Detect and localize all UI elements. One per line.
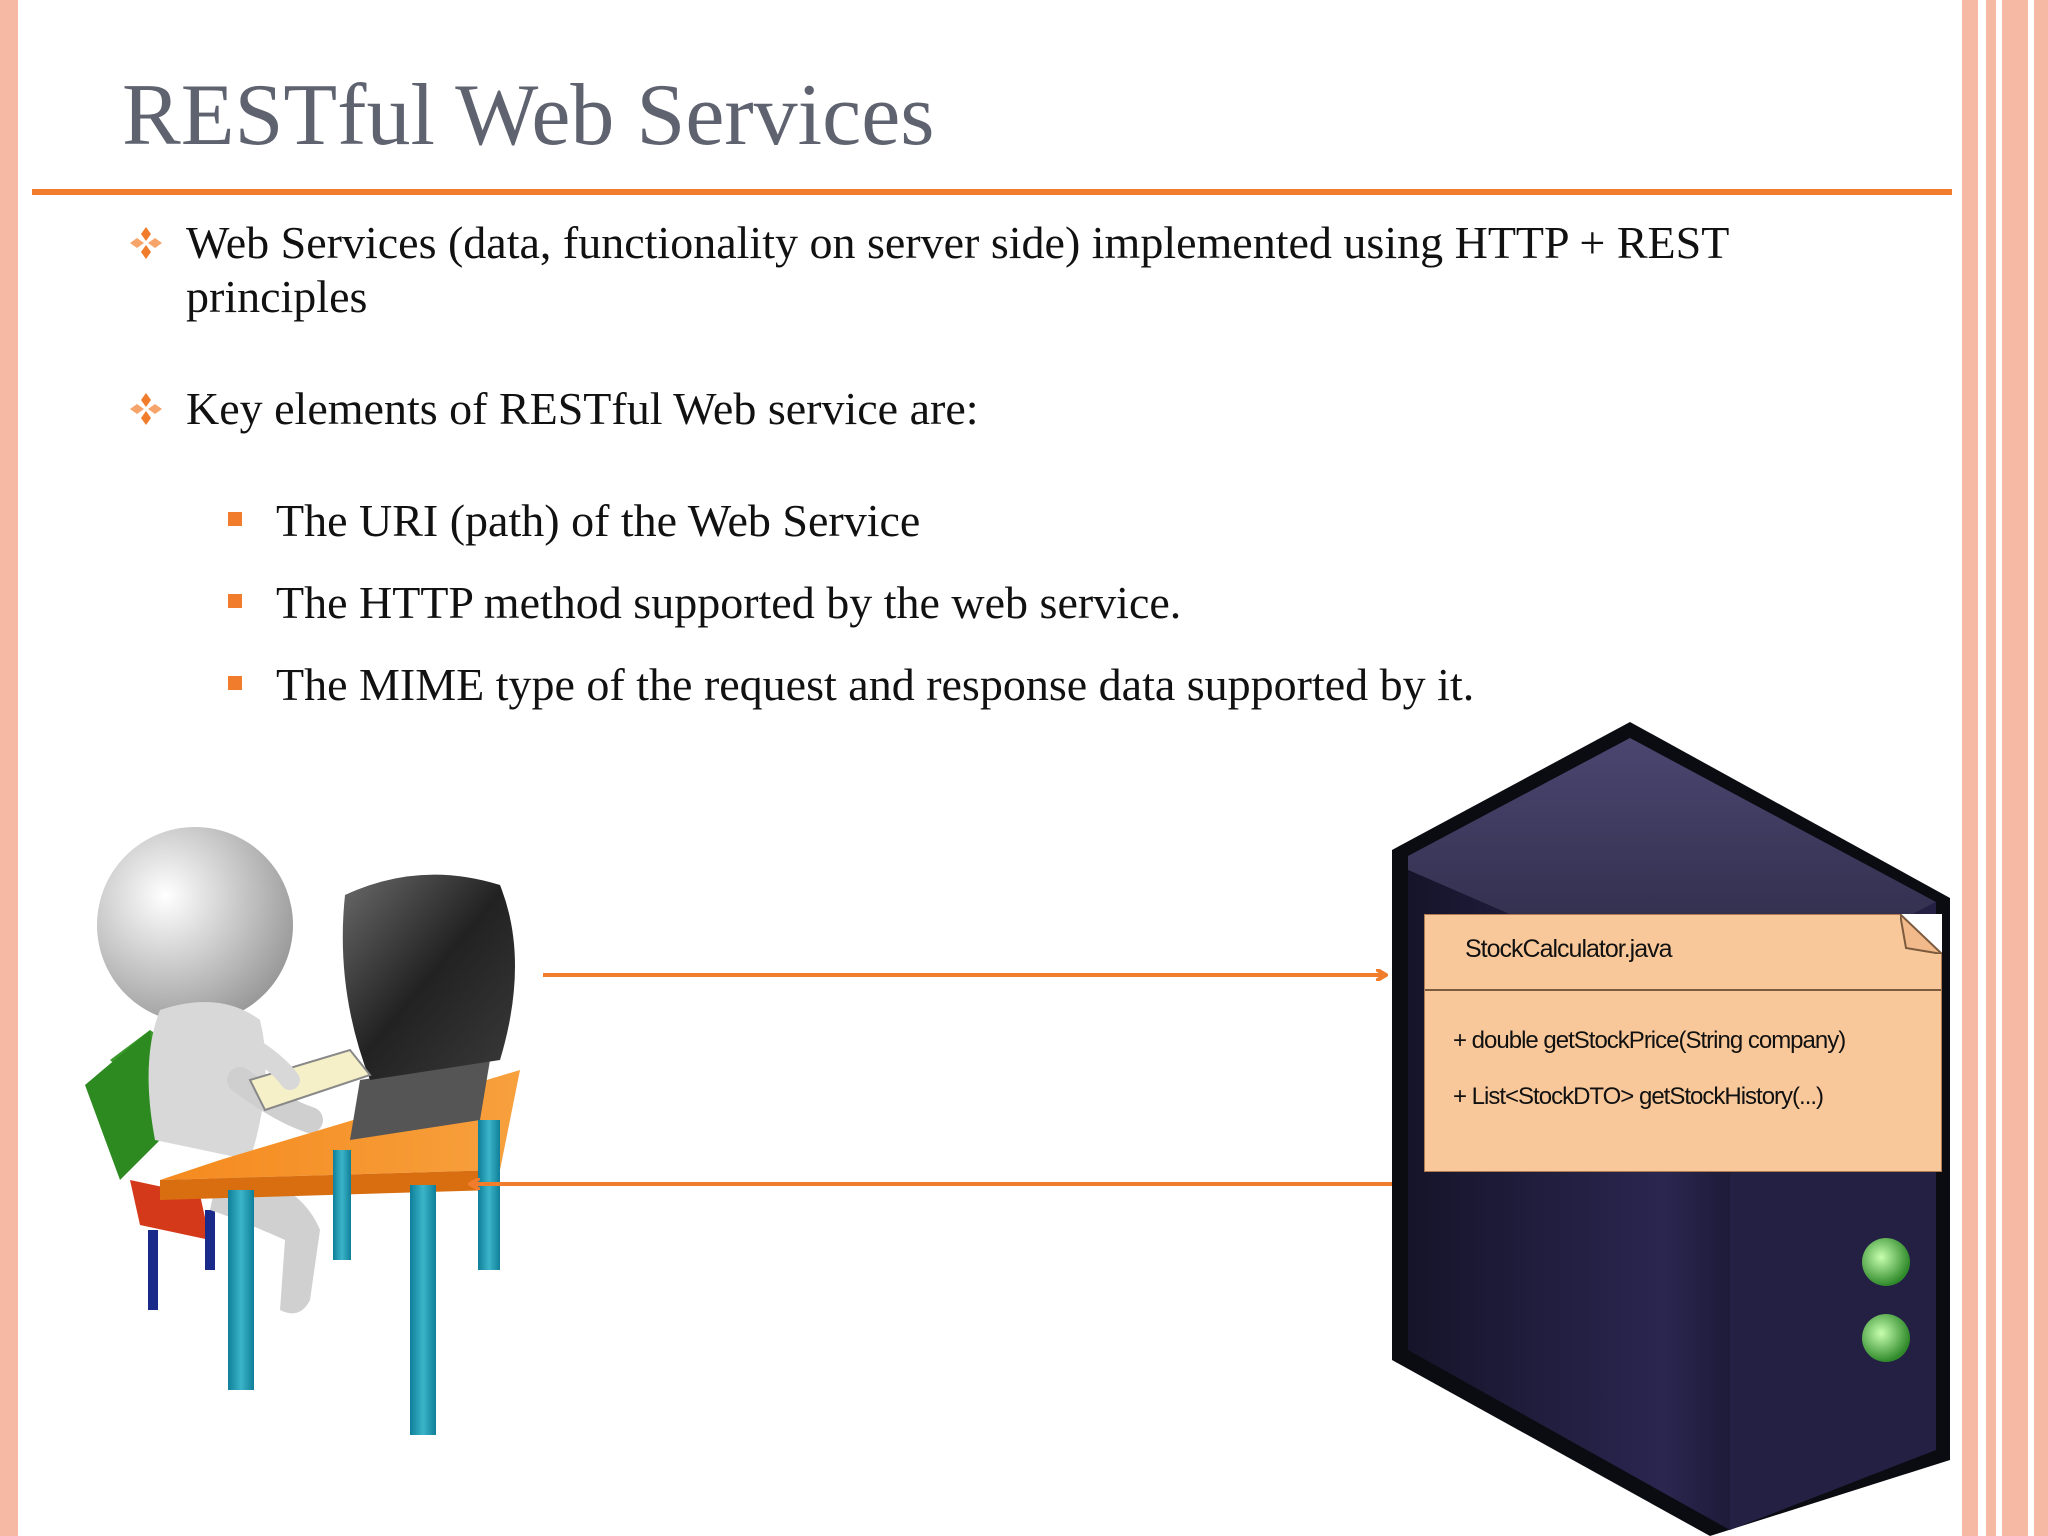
uml-class-name: StockCalculator.java — [1465, 935, 1673, 963]
slide-title: RESTful Web Services — [122, 67, 935, 164]
square-bullet-icon — [228, 512, 242, 526]
diamond-bullet-icon — [130, 393, 162, 425]
user-at-computer-illustration — [85, 827, 520, 1435]
uml-class-box: StockCalculator.java + double getStockPr… — [1424, 914, 1942, 1172]
folded-corner-icon — [1900, 914, 1942, 954]
uml-operation: + double getStockPrice(String company) — [1453, 1027, 1846, 1054]
bullet-web-services: Web Services (data, functionality on ser… — [186, 217, 1729, 322]
square-bullet-icon — [228, 676, 242, 690]
sub-bullet-uri: The URI (path) of the Web Service — [276, 495, 921, 546]
sub-bullet-http-method: The HTTP method supported by the web ser… — [276, 577, 1182, 628]
title-underline — [32, 189, 1952, 195]
bullet-key-elements: Key elements of RESTful Web service are: — [186, 383, 979, 434]
uml-operation: + List<StockDTO> getStockHistory(...) — [1453, 1083, 1824, 1110]
frame-right-stripe — [1986, 0, 1996, 1536]
frame-right-stripe — [2034, 0, 2048, 1536]
sub-bullet-mime-type: The MIME type of the request and respons… — [276, 659, 1475, 710]
frame-right-stripe — [1962, 0, 1978, 1536]
uml-class-header: StockCalculator.java — [1425, 914, 1942, 991]
diamond-bullet-icon — [130, 227, 162, 259]
square-bullet-icon — [228, 594, 242, 608]
frame-left-border — [0, 0, 18, 1536]
frame-right-stripe — [2002, 0, 2028, 1536]
